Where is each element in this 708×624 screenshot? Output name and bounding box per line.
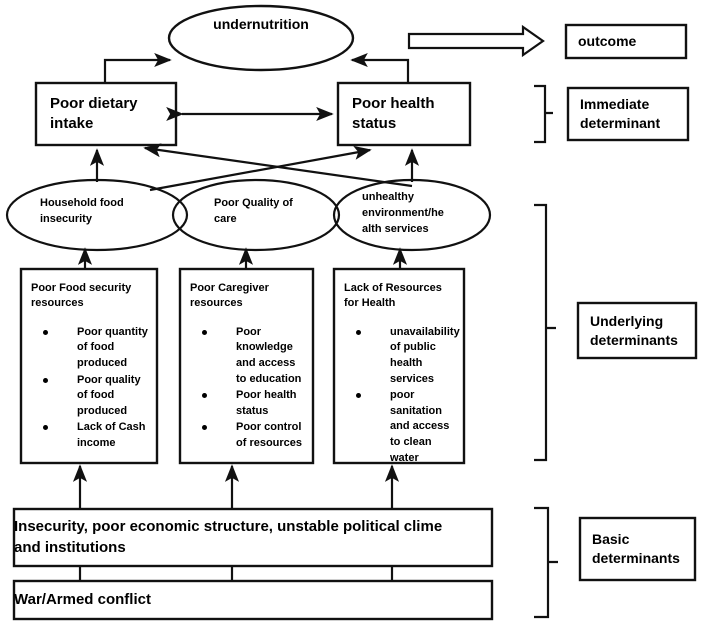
poor-food-security-resources-box: [19, 267, 159, 465]
immediate-determinant-bracket: [534, 84, 553, 144]
outcome-box: [564, 23, 688, 60]
poor-food-security-resources-title-line1: Poor Food security: [31, 282, 132, 294]
poor-dietary-intake-label-wrap: Poor dietary intake: [36, 83, 176, 145]
list-item: poor sanitation and access to clean wate…: [344, 388, 458, 466]
list-item: Poor quality of food produced: [31, 373, 151, 420]
lack-of-resources-for-health-content: Lack of Resources for Health unavailabil…: [334, 269, 464, 464]
insecurity-economic-structure-box: [12, 507, 494, 568]
underlying-determinants-line2: determinants: [590, 331, 678, 348]
list-item: Poor control of resources: [190, 420, 307, 451]
immediate-determinant-line1: Immediate: [580, 96, 650, 113]
list-item: Poor quantity of food produced: [31, 325, 151, 372]
poor-health-status-line1: Poor health: [352, 94, 435, 112]
poor-health-status-line2: status: [352, 115, 397, 132]
immediate-determinant-box: [566, 86, 690, 142]
poor-food-security-resources-title-line2: resources: [31, 296, 84, 309]
outcome-label: outcome: [578, 33, 637, 50]
insecurity-economic-structure-line1: Insecurity, poor economic structure, uns…: [14, 518, 443, 536]
list-item: Poor knowledge and access to education: [190, 325, 307, 387]
poor-quality-of-care-ellipse: [171, 178, 341, 252]
list-item: Poor health status: [190, 388, 307, 419]
poor-dietary-intake-line1: Poor dietary: [50, 94, 138, 112]
basic-determinants-label-wrap: Basic determinants: [580, 518, 695, 580]
poor-caregiver-resources-title-line1: Poor Caregiver: [190, 282, 269, 294]
basic-determinants-box: [578, 516, 697, 582]
immediate-determinant-line2: determinant: [580, 115, 661, 131]
lack-of-resources-for-health-title-line1: Lack of Resources: [344, 282, 442, 294]
unhealthy-environment-ellipse: [332, 178, 492, 252]
underlying-determinants-bracket: [534, 203, 556, 462]
basic-determinants-bracket: [534, 506, 558, 619]
poor-dietary-intake-box: [34, 81, 178, 147]
outcome-box-label-wrap: outcome: [566, 25, 686, 58]
poor-caregiver-resources-title-line2: resources: [190, 296, 243, 309]
list-item: Lack of Cash income: [31, 420, 151, 451]
arrow-health-to-undernutrition: [350, 52, 410, 82]
underlying-determinants-label-wrap: Underlying determinants: [578, 303, 696, 358]
poor-dietary-intake-line2: intake: [50, 115, 94, 132]
household-food-insecurity-ellipse: [5, 178, 189, 252]
immediate-determinant-label-wrap: Immediate determinant: [568, 88, 688, 140]
outcome-block-arrow-icon: [407, 24, 545, 58]
poor-health-status-box: [336, 81, 472, 147]
lack-of-resources-for-health-bullets: unavailability of public health services…: [344, 325, 460, 467]
war-armed-conflict-line1: War/Armed conflict: [14, 590, 151, 608]
insecurity-economic-structure-content: Insecurity, poor economic structure, uns…: [14, 509, 492, 566]
poor-caregiver-resources-content: Poor Caregiver resources Poor knowledge …: [180, 269, 313, 463]
arrow-dietary-to-undernutrition: [103, 52, 172, 82]
poor-health-status-label-wrap: Poor health status: [338, 83, 470, 145]
poor-food-security-resources-content: Poor Food security resources Poor quanti…: [21, 269, 157, 463]
basic-determinants-line2: determinants: [592, 550, 680, 566]
underlying-determinants-line1: Underlying: [590, 312, 664, 329]
list-item: unavailability of public health services: [344, 325, 460, 387]
undernutrition-ellipse: [167, 4, 355, 72]
war-armed-conflict-content: War/Armed conflict: [14, 581, 492, 619]
insecurity-economic-structure-line2: and institutions: [14, 538, 126, 556]
lack-of-resources-for-health-box: [332, 267, 466, 465]
lack-of-resources-for-health-title-line2: for Health: [344, 296, 396, 309]
underlying-determinants-box: [576, 301, 698, 360]
basic-determinants-line1: Basic: [592, 531, 630, 548]
poor-food-security-resources-bullets: Poor quantity of food produced Poor qual…: [31, 325, 151, 453]
undernutrition-label: undernutrition: [213, 16, 309, 32]
poor-caregiver-resources-box: [178, 267, 315, 465]
poor-caregiver-resources-bullets: Poor knowledge and access to education P…: [190, 325, 307, 453]
war-armed-conflict-box: [12, 579, 494, 621]
arrow-care-to-health: [149, 145, 372, 192]
